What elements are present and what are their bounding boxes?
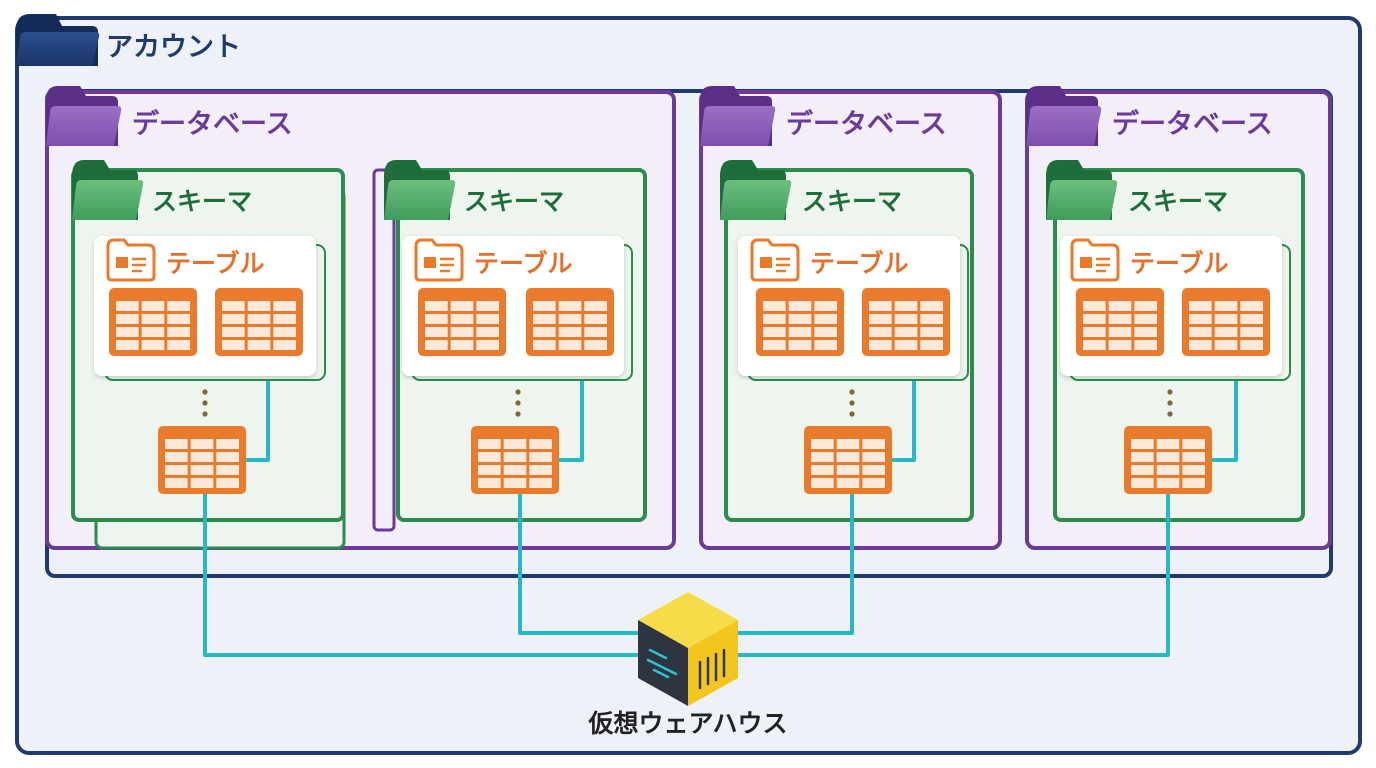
account-folder-icon [16, 14, 100, 66]
connector-a1-internal [244, 355, 270, 462]
table-folder-icon [750, 238, 800, 282]
table-grid-icons [109, 288, 1270, 494]
schema-b1-label: スキーマ [802, 187, 902, 216]
connector-b1-warehouse [736, 494, 854, 635]
warehouse-label: 仮想ウェアハウス [587, 709, 787, 738]
schema-b1-folder-icon [720, 160, 792, 220]
table-a2-label: テーブル [474, 249, 573, 278]
database-c-folder-icon [1026, 86, 1102, 146]
ellipsis-icon [202, 389, 208, 417]
connector-a2-internal [557, 355, 584, 462]
connector-c1-warehouse [736, 494, 1170, 657]
database-a-label: データベース [132, 108, 293, 140]
ellipsis-icon [515, 389, 521, 417]
schema-c1-label: スキーマ [1128, 187, 1228, 216]
schema-a2-folder-icon [384, 160, 456, 220]
table-c1-label: テーブル [1130, 249, 1229, 278]
table-grid-icon [756, 288, 844, 356]
table-grid-icon [1182, 288, 1270, 356]
table-grid-icon [1124, 426, 1212, 494]
account-label: アカウント [106, 32, 241, 63]
table-grid-icon [471, 426, 559, 494]
schema-a2-label: スキーマ [464, 187, 564, 216]
connector-a2-warehouse [518, 494, 650, 635]
table-grid-icon [215, 288, 303, 356]
ellipsis-icon [849, 389, 855, 417]
connector-a1-warehouse [203, 494, 650, 657]
table-b1-label: テーブル [810, 249, 909, 278]
table-grid-icon [109, 288, 197, 356]
table-folder-icons [106, 238, 1120, 282]
table-folder-icon [414, 238, 464, 282]
database-b-label: データベース [786, 108, 947, 140]
connector-b1-internal [890, 355, 916, 462]
table-a1-label: テーブル [166, 249, 265, 278]
database-c-label: データベース [1112, 108, 1273, 140]
table-folder-icon [106, 238, 156, 282]
schema-a1-label: スキーマ [152, 187, 252, 216]
table-grid-icon [158, 426, 246, 494]
connector-c1-internal [1212, 355, 1238, 462]
table-grid-icon [1076, 288, 1164, 356]
ellipsis-icon [1167, 389, 1173, 417]
table-folder-icon [1070, 238, 1120, 282]
table-grid-icon [526, 288, 614, 356]
table-grid-icon [862, 288, 950, 356]
schema-c1-folder-icon [1046, 160, 1118, 220]
database-a-folder-icon [46, 86, 122, 146]
schema-a1-folder-icon [72, 160, 144, 220]
table-grid-icon [418, 288, 506, 356]
warehouse-cube-icon [638, 592, 738, 706]
connector-lines [203, 355, 1238, 657]
database-b-folder-icon [700, 86, 776, 146]
table-grid-icon [804, 426, 892, 494]
more-tables-ellipses [202, 389, 1173, 417]
